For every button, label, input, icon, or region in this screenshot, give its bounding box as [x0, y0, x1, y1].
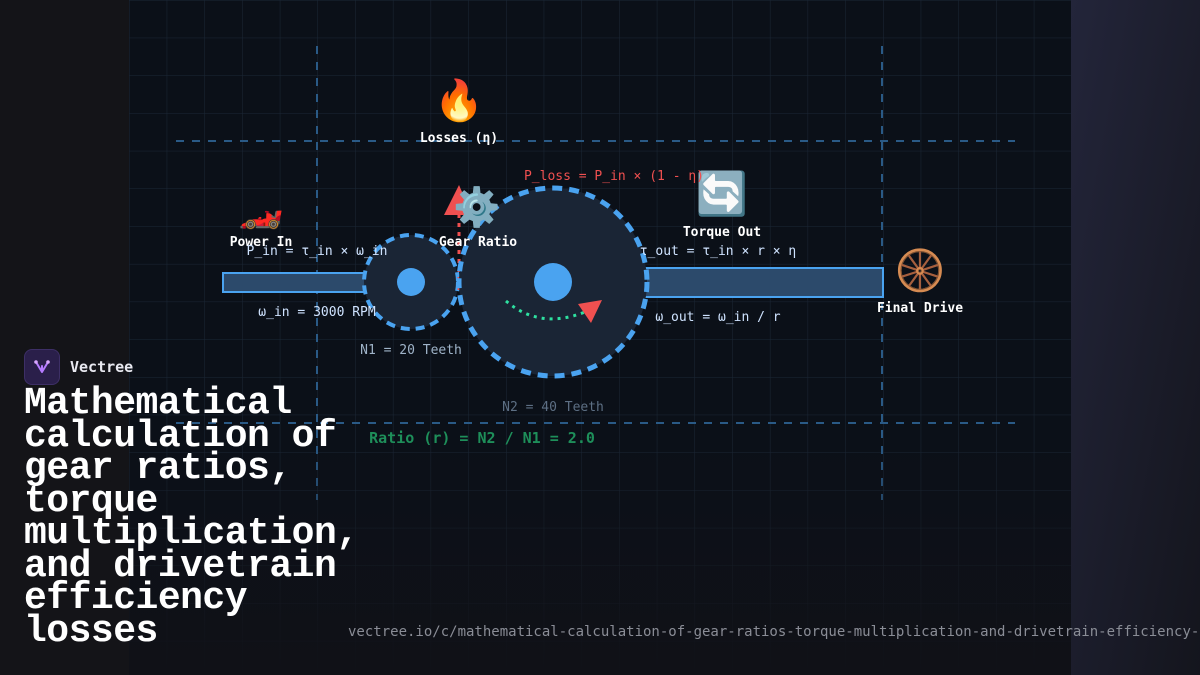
gear-small-hub	[397, 268, 425, 296]
node-labels: Losses (η) Power In Gear Ratio Torque Ou…	[230, 131, 964, 316]
brand-name: Vectree	[70, 358, 134, 376]
torque-out-formula: τ_out = τ_in × r × η	[640, 244, 797, 259]
brand: Vectree	[24, 349, 134, 385]
fire-icon: 🔥	[434, 77, 484, 124]
rotation-arc	[505, 299, 586, 321]
input-shaft	[222, 272, 374, 293]
rotation-arrow-head	[578, 300, 602, 323]
gear-large	[456, 185, 650, 379]
gear-icon: ⚙️	[453, 185, 500, 229]
power-in-formula: P_in = τ_in × ω_in	[247, 244, 388, 259]
wheel-icon: 🛞	[895, 247, 945, 294]
power-in-label: Power In	[230, 235, 293, 250]
gear-large-hub	[534, 263, 572, 301]
gear-small-label: N1 = 20 Teeth	[360, 343, 462, 358]
right-panel	[1071, 0, 1200, 675]
gear-large-label: N2 = 40 Teeth	[502, 400, 604, 415]
final-drive-label: Final Drive	[877, 301, 963, 316]
loss-arrow-head	[444, 185, 472, 215]
output-shaft	[639, 267, 884, 298]
node-icons: 🔥 🏎️ ⚙️ 🔄 🛞	[239, 77, 945, 294]
cycle-arrows-icon: 🔄	[696, 169, 748, 218]
gear-ratio-label: Gear Ratio	[439, 235, 517, 250]
bottom-fade	[129, 440, 1071, 675]
race-car-icon: 🏎️	[239, 190, 284, 231]
page-title: Mathematical calculation of gear ratios,…	[24, 382, 359, 653]
vectree-logo-icon	[24, 349, 60, 385]
left-panel	[0, 0, 129, 675]
page-url[interactable]: vectree.io/c/mathematical-calculation-of…	[348, 624, 1200, 640]
output-speed: ω_out = ω_in / r	[655, 310, 780, 325]
input-speed: ω_in = 3000 RPM	[258, 305, 376, 320]
loss-formula: P_loss = P_in × (1 - η)	[524, 169, 704, 184]
losses-label: Losses (η)	[420, 131, 498, 146]
torque-out-label: Torque Out	[683, 225, 761, 240]
